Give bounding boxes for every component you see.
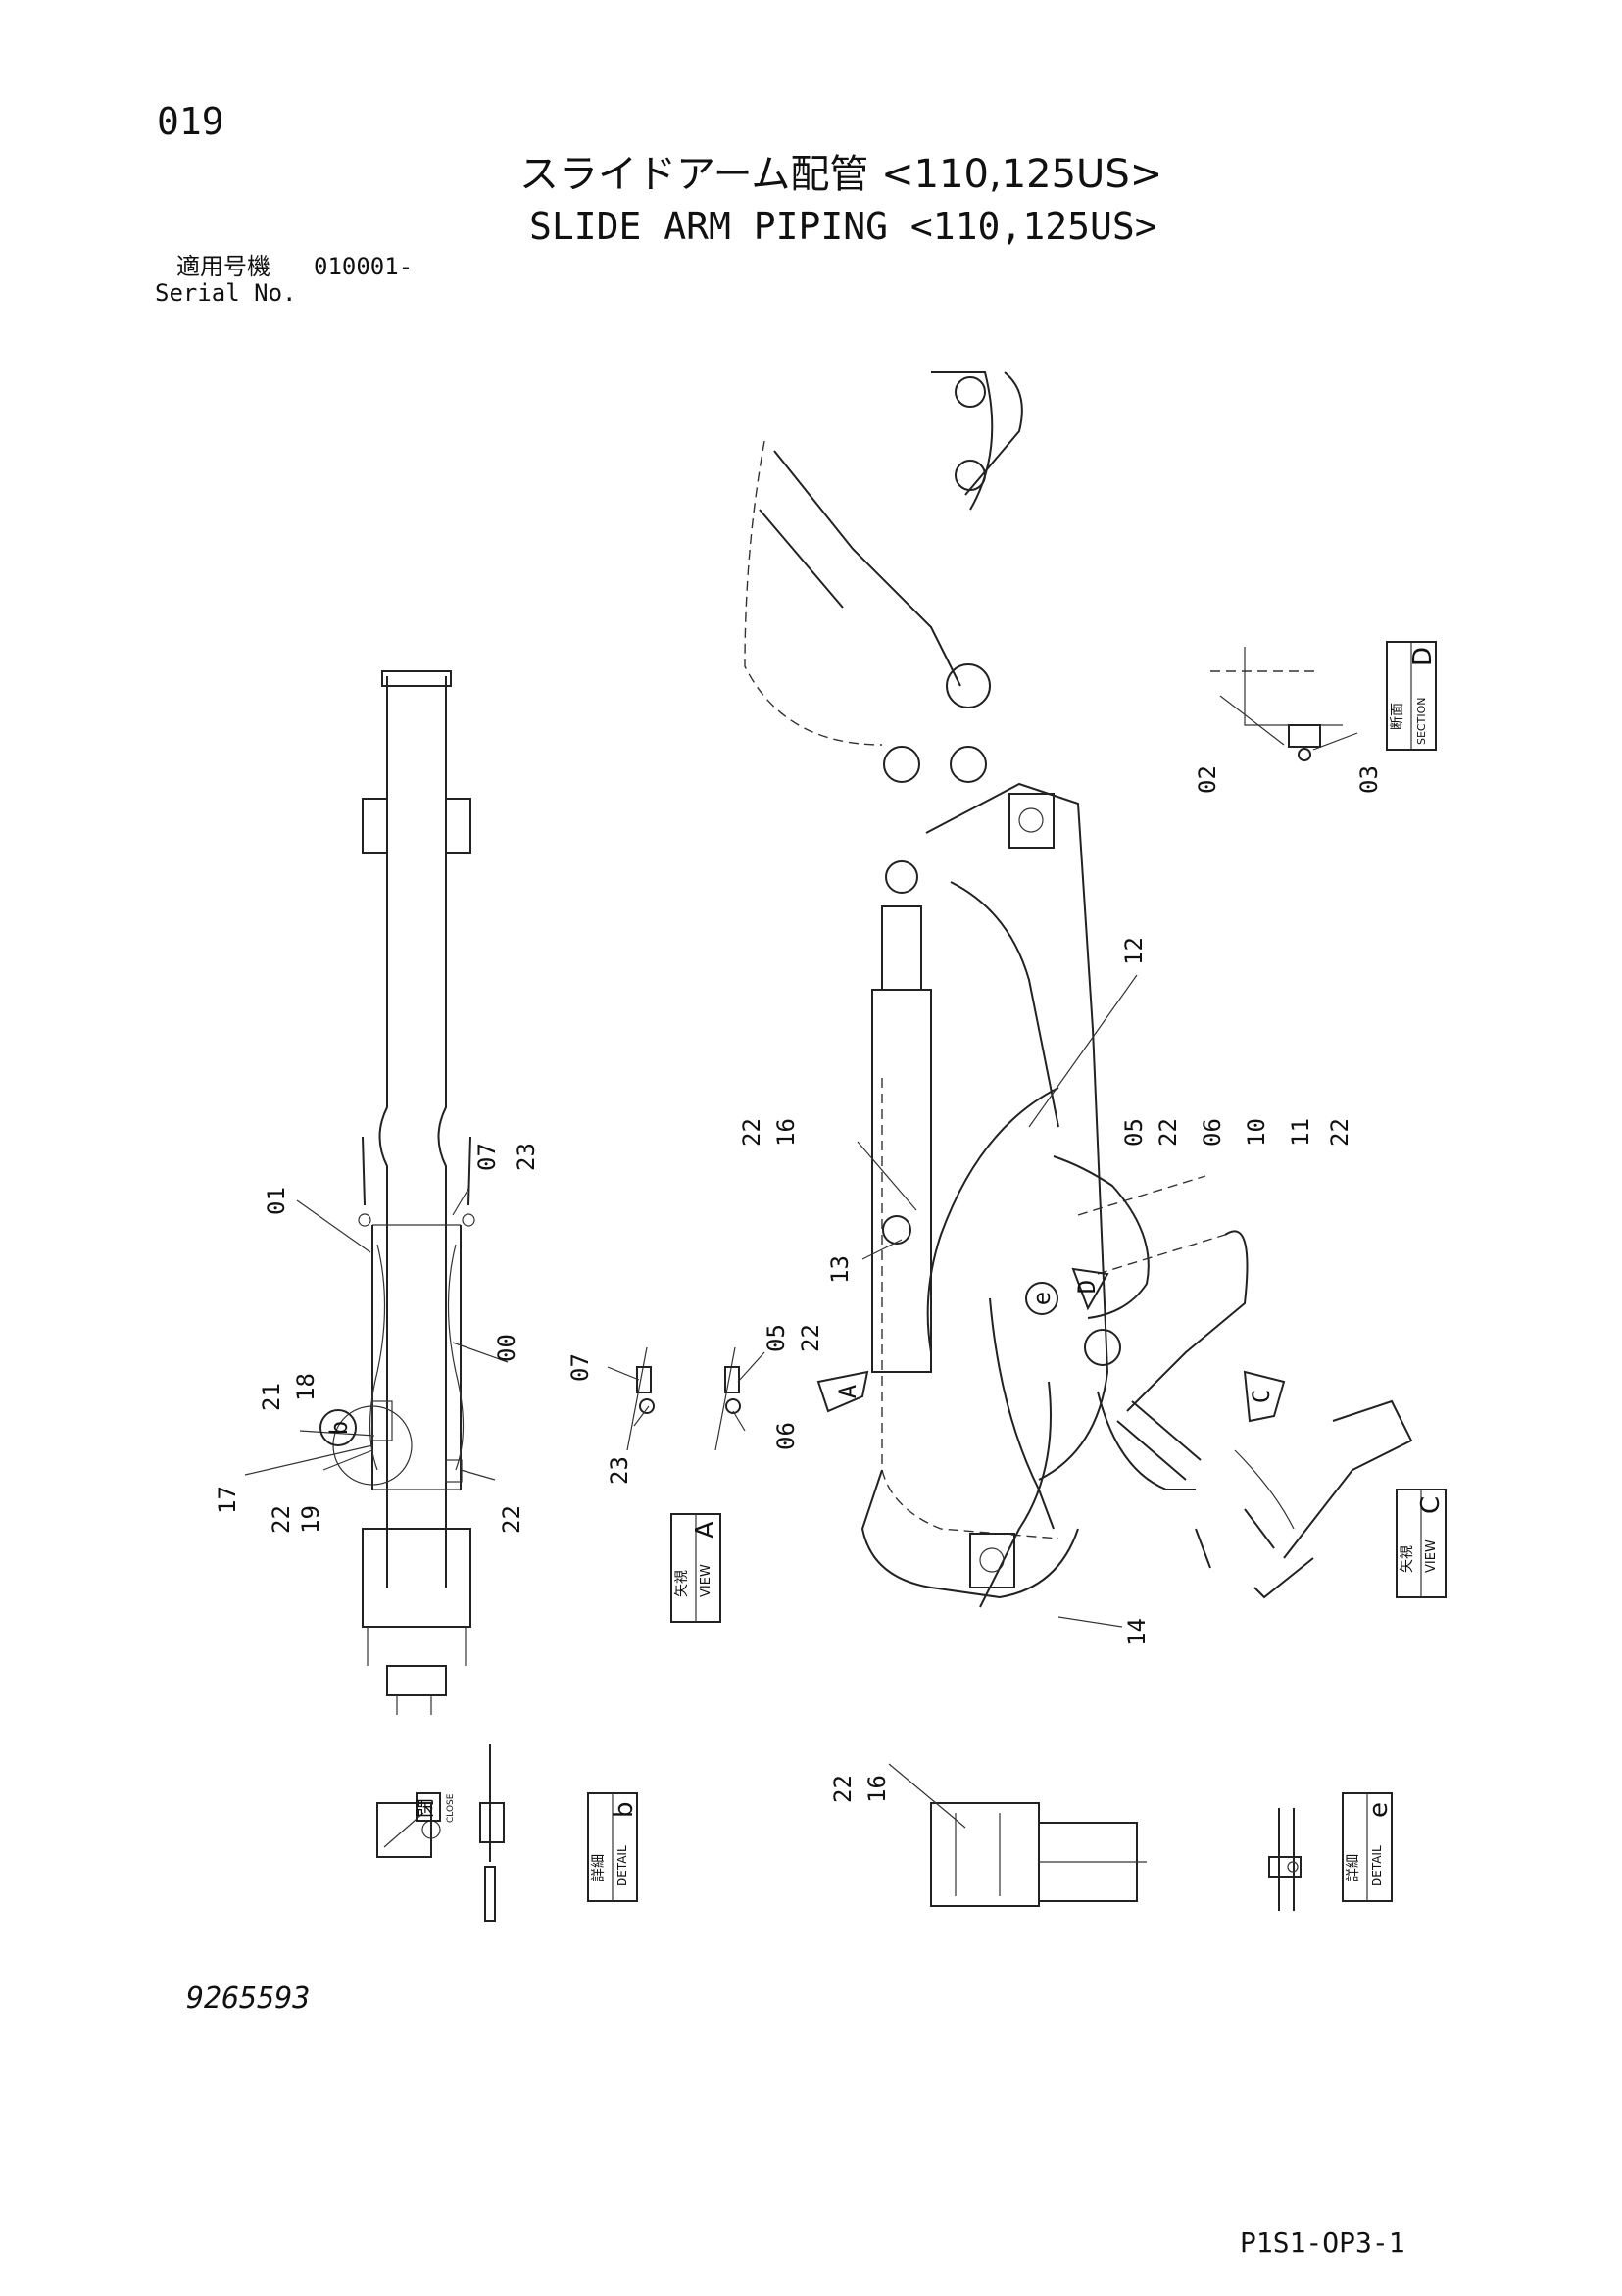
serial-label-english: Serial No. bbox=[155, 279, 297, 307]
callout-12: 12 bbox=[1120, 937, 1148, 965]
page-number: 019 bbox=[157, 100, 224, 143]
page-title-english: SLIDE ARM PIPING <110,125US> bbox=[529, 205, 1157, 248]
callout-leaders bbox=[244, 695, 1358, 1829]
svg-text:VIEW: VIEW bbox=[1424, 1539, 1439, 1573]
svg-text:詳細: 詳細 bbox=[1346, 1854, 1361, 1881]
svg-text:矢視: 矢視 bbox=[674, 1570, 690, 1597]
callout-06-view-a: 06 bbox=[772, 1422, 800, 1450]
callout-05-arm: 05 bbox=[1120, 1118, 1148, 1147]
drawing-number: 9265593 bbox=[186, 1981, 311, 2016]
callout-22-detail: 22 bbox=[829, 1775, 857, 1803]
sheet-code: P1S1-OP3-1 bbox=[1240, 2226, 1405, 2259]
callout-01: 01 bbox=[263, 1187, 290, 1215]
callout-22-arm-c: 22 bbox=[1326, 1118, 1353, 1147]
mark-b: b bbox=[325, 1421, 353, 1435]
callout-00: 00 bbox=[493, 1334, 520, 1362]
callout-22-arm-b: 22 bbox=[1155, 1118, 1182, 1147]
callout-23-view-a: 23 bbox=[606, 1456, 633, 1485]
label-box-view-a: 矢視 VIEW A bbox=[670, 1513, 721, 1623]
callout-22-right: 22 bbox=[498, 1505, 525, 1534]
page-title-japanese: スライドアーム配管 <110,125US> bbox=[519, 152, 1163, 197]
detail-fitting-sketch bbox=[930, 1802, 1147, 1907]
callout-05-view-a: 05 bbox=[762, 1324, 790, 1352]
callout-21: 21 bbox=[258, 1383, 285, 1411]
svg-text:閉: 閉 bbox=[413, 1798, 436, 1818]
svg-text:b: b bbox=[610, 1801, 639, 1818]
section-d-sketch bbox=[1210, 647, 1343, 761]
callout-14: 14 bbox=[1123, 1618, 1151, 1646]
callout-13: 13 bbox=[826, 1255, 854, 1284]
callout-22-left: 22 bbox=[268, 1505, 295, 1534]
callout-07-view-a: 07 bbox=[566, 1353, 594, 1382]
label-box-detail-b: 詳細 DETAIL b bbox=[587, 1792, 639, 1902]
detail-b-sketch bbox=[376, 1744, 505, 1922]
label-box-detail-e: 詳細 DETAIL e bbox=[1342, 1792, 1394, 1902]
close-symbol: 閉 CLOSE bbox=[413, 1793, 456, 1823]
callout-10: 10 bbox=[1243, 1118, 1270, 1147]
view-a-detail bbox=[626, 1346, 741, 1451]
svg-text:DETAIL: DETAIL bbox=[1370, 1845, 1384, 1886]
reference-marks: b e A D C bbox=[319, 1267, 1286, 1446]
callout-11: 11 bbox=[1287, 1118, 1314, 1147]
callout-19: 19 bbox=[297, 1505, 324, 1534]
svg-text:e: e bbox=[1364, 1802, 1394, 1818]
serial-number-range: 010001- bbox=[314, 253, 414, 280]
callout-07: 07 bbox=[473, 1143, 501, 1171]
svg-text:詳細: 詳細 bbox=[591, 1854, 607, 1881]
svg-text:矢視: 矢視 bbox=[1400, 1545, 1415, 1573]
mark-D: D bbox=[1073, 1280, 1101, 1294]
svg-text:DETAIL: DETAIL bbox=[615, 1845, 629, 1886]
label-box-view-c: 矢視 VIEW C bbox=[1396, 1489, 1447, 1598]
callout-22-arm: 22 bbox=[738, 1118, 765, 1147]
callout-labels: 01 07 23 00 21 18 17 22 19 22 07 23 05 2… bbox=[214, 765, 1383, 1803]
svg-text:D: D bbox=[1408, 647, 1438, 666]
svg-text:C: C bbox=[1416, 1496, 1446, 1514]
callout-16-detail: 16 bbox=[863, 1775, 891, 1803]
svg-text:A: A bbox=[691, 1521, 720, 1539]
label-box-section-d: 断面 SECTION D bbox=[1386, 641, 1438, 751]
callout-03: 03 bbox=[1355, 765, 1383, 794]
callout-22-view-a: 22 bbox=[797, 1324, 824, 1352]
svg-text:CLOSE: CLOSE bbox=[446, 1793, 456, 1823]
mark-C: C bbox=[1248, 1390, 1275, 1403]
callout-16-arm: 16 bbox=[772, 1118, 800, 1147]
svg-text:SECTION: SECTION bbox=[1415, 698, 1428, 745]
callout-02: 02 bbox=[1194, 765, 1221, 794]
mark-A: A bbox=[834, 1384, 861, 1398]
callout-23: 23 bbox=[513, 1143, 540, 1171]
mark-e: e bbox=[1028, 1292, 1056, 1305]
callout-17: 17 bbox=[214, 1486, 241, 1514]
serial-label-japanese: 適用号機 bbox=[176, 253, 270, 280]
arm-top-view bbox=[332, 670, 475, 1715]
svg-text:断面: 断面 bbox=[1390, 703, 1405, 730]
svg-text:VIEW: VIEW bbox=[699, 1564, 713, 1597]
detail-e-sketch bbox=[1268, 1808, 1302, 1911]
callout-18: 18 bbox=[292, 1373, 319, 1401]
arm-side-view bbox=[744, 371, 1275, 1608]
view-c-sketch bbox=[1234, 1399, 1413, 1599]
callout-06-arm: 06 bbox=[1199, 1118, 1226, 1147]
